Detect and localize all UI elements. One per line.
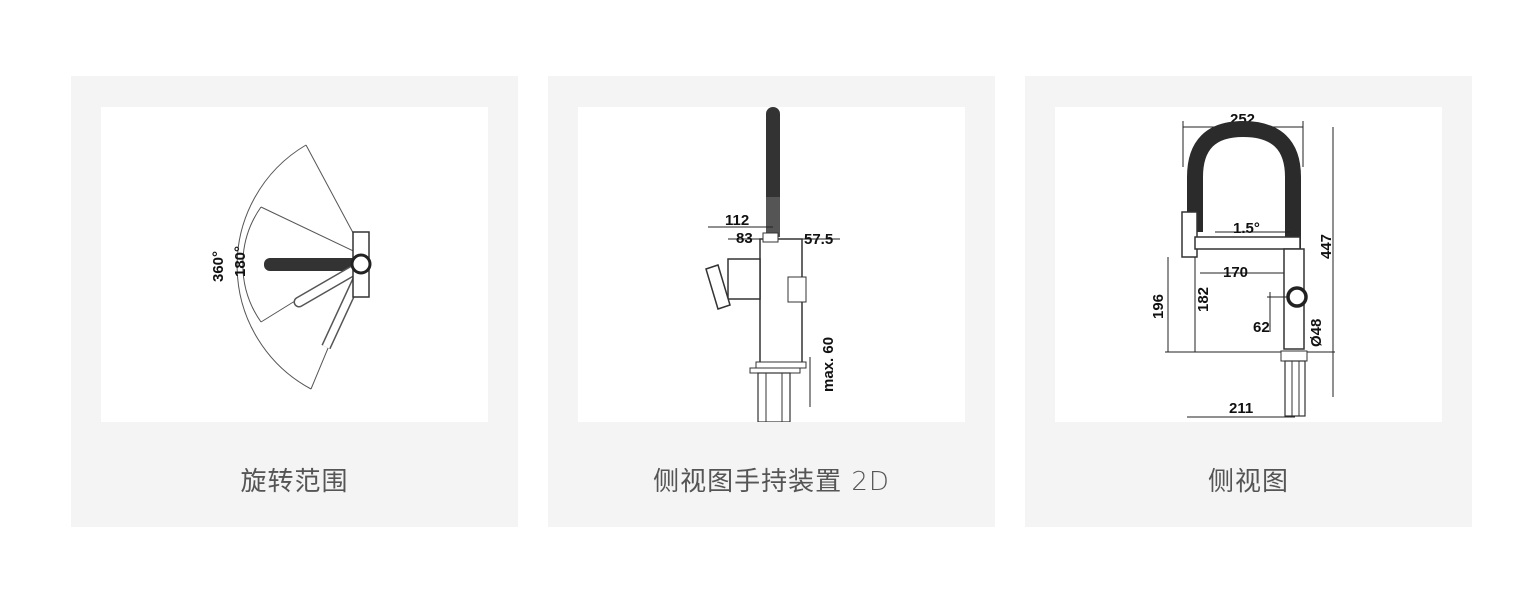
card-side-view-handheld[interactable]: 112 83 57.5 max. 60 侧视图手持装置 2D xyxy=(548,76,995,527)
handset xyxy=(1181,211,1198,258)
dim-575: 57.5 xyxy=(804,231,833,248)
handheld-diagram: 112 83 57.5 max. 60 xyxy=(705,107,840,422)
card-side-view[interactable]: 252 447 1.5° 170 62 Ø48 196 xyxy=(1025,76,1472,527)
inner-arc xyxy=(242,206,262,323)
base-plate xyxy=(749,367,801,374)
side-view-handheld-drawing: 112 83 57.5 max. 60 xyxy=(578,107,965,422)
dim-83: 83 xyxy=(736,230,753,247)
dim-170: 170 xyxy=(1223,264,1248,281)
angle-label: 1.5° xyxy=(1233,220,1260,237)
outer-arc xyxy=(236,144,312,390)
dim-211: 211 xyxy=(1229,400,1253,417)
angle-outer-label: 360° xyxy=(210,251,227,282)
tap-base-circle xyxy=(350,253,372,275)
side-control xyxy=(787,276,807,303)
dim-196: 196 xyxy=(1150,294,1167,319)
shank xyxy=(757,372,791,422)
handle-block xyxy=(727,258,761,300)
spout-horizontal xyxy=(264,258,364,271)
dim-62: 62 xyxy=(1253,319,1270,336)
dim-182: 182 xyxy=(1195,287,1212,312)
card-caption: 旋转范围 xyxy=(240,467,349,497)
dim-max60: max. 60 xyxy=(820,337,837,392)
handle-knob xyxy=(1286,286,1308,308)
tap-base xyxy=(755,361,807,369)
side-view-drawing: 252 447 1.5° 170 62 Ø48 196 xyxy=(1055,107,1442,422)
handle-lever xyxy=(705,264,731,310)
rotation-diagram: 360° 180° xyxy=(210,144,372,390)
spout-arm xyxy=(1194,236,1301,250)
tap-base xyxy=(1280,350,1308,362)
card-caption: 侧视图手持装置 2D xyxy=(653,467,890,497)
dim-112: 112 xyxy=(725,212,749,229)
inner-arc-limit-top xyxy=(260,206,367,258)
card-caption: 侧视图 xyxy=(1207,467,1289,497)
spout-connector xyxy=(766,197,780,237)
rotation-range-drawing: 360° 180° xyxy=(101,107,488,422)
dim-diameter: Ø48 xyxy=(1308,319,1325,347)
dim-447: 447 xyxy=(1318,234,1335,259)
angle-inner-label: 180° xyxy=(232,246,249,277)
side-view-diagram: 252 447 1.5° 170 62 Ø48 196 xyxy=(1150,111,1335,418)
hose-arch xyxy=(1187,120,1301,257)
card-rotation-range[interactable]: 360° 180° 旋转范围 xyxy=(71,76,518,527)
shank xyxy=(1284,360,1306,417)
